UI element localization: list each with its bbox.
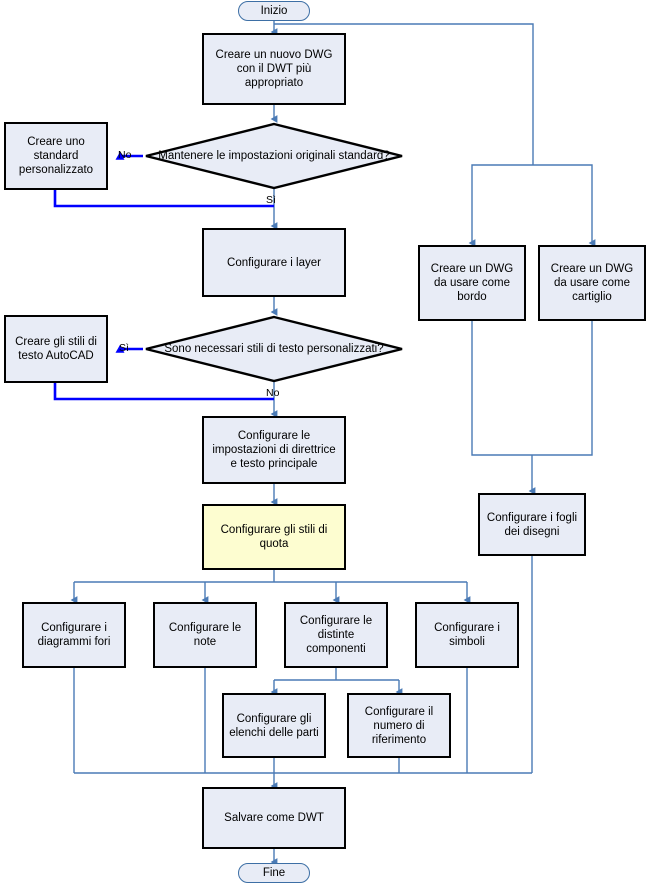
node-border-dwg[interactable]: Creare un DWG da usare come bordo	[418, 245, 526, 321]
node-custom-standard-label: Creare uno standard personalizzato	[18, 136, 94, 176]
node-titleblock-dwg[interactable]: Creare un DWG da usare come cartiglio	[538, 245, 646, 321]
node-bom-label: Configurare le distinte componenti	[299, 615, 373, 655]
edge-label-text-styles-no: No	[266, 387, 280, 399]
node-keep-standard[interactable]: Mantenere le impostazioni originali stan…	[143, 122, 405, 190]
node-keep-standard-label: Mantenere le impostazioni originali stan…	[158, 150, 390, 162]
node-text-styles-question-label: Sono necessari stili di testo personaliz…	[164, 343, 384, 355]
node-text-styles-question[interactable]: Sono necessari stili di testo personaliz…	[143, 315, 405, 383]
node-dimension-styles-label: Configurare gli stili di quota	[220, 524, 328, 550]
node-hole-charts[interactable]: Configurare i diagrammi fori	[22, 602, 126, 668]
node-start[interactable]: Inizio	[238, 1, 310, 21]
node-bom[interactable]: Configurare le distinte componenti	[284, 602, 388, 668]
node-drawing-sheets-label: Configurare i fogli dei disegni	[486, 511, 578, 538]
node-autocad-text-styles[interactable]: Creare gli stili di testo AutoCAD	[4, 315, 108, 383]
node-dimension-styles[interactable]: Configurare gli stili di quota	[202, 504, 346, 570]
node-border-dwg-label: Creare un DWG da usare come bordo	[430, 263, 514, 303]
node-new-dwg[interactable]: Creare un nuovo DWG con il DWT più appro…	[202, 33, 346, 105]
node-save-dwt[interactable]: Salvare come DWT	[202, 787, 346, 849]
node-start-label: Inizio	[260, 5, 288, 17]
node-symbols[interactable]: Configurare i simboli	[415, 602, 519, 668]
node-notes[interactable]: Configurare le note	[153, 602, 257, 668]
node-balloon-number-label: Configurare il numero di riferimento	[364, 705, 434, 746]
node-end-label: Fine	[262, 867, 286, 879]
node-hole-charts-label: Configurare i diagrammi fori	[37, 622, 111, 648]
node-titleblock-dwg-label: Creare un DWG da usare come cartiglio	[550, 263, 634, 303]
edge-label-keep-standard-yes: Sì	[266, 194, 276, 206]
node-symbols-label: Configurare i simboli	[434, 622, 500, 648]
node-notes-label: Configurare le note	[168, 622, 242, 648]
edge-label-text-styles-yes: Sì	[119, 342, 129, 354]
node-new-dwg-label: Creare un nuovo DWG con il DWT più appro…	[215, 49, 333, 89]
node-layers-label: Configurare i layer	[227, 256, 321, 269]
node-autocad-text-styles-label: Creare gli stili di testo AutoCAD	[15, 336, 97, 362]
node-drawing-sheets[interactable]: Configurare i fogli dei disegni	[478, 493, 586, 556]
node-save-dwt-label: Salvare come DWT	[224, 812, 324, 824]
node-end[interactable]: Fine	[238, 863, 310, 883]
node-leader-main-text-label: Configurare le impostazioni di direttric…	[212, 430, 336, 470]
node-layers[interactable]: Configurare i layer	[202, 228, 346, 297]
node-custom-standard[interactable]: Creare uno standard personalizzato	[4, 122, 108, 190]
node-parts-lists[interactable]: Configurare gli elenchi delle parti	[222, 693, 326, 758]
edge-label-keep-standard-no: No	[118, 149, 132, 161]
node-parts-lists-label: Configurare gli elenchi delle parti	[229, 712, 319, 739]
node-leader-main-text[interactable]: Configurare le impostazioni di direttric…	[202, 416, 346, 484]
node-balloon-number[interactable]: Configurare il numero di riferimento	[347, 693, 451, 758]
